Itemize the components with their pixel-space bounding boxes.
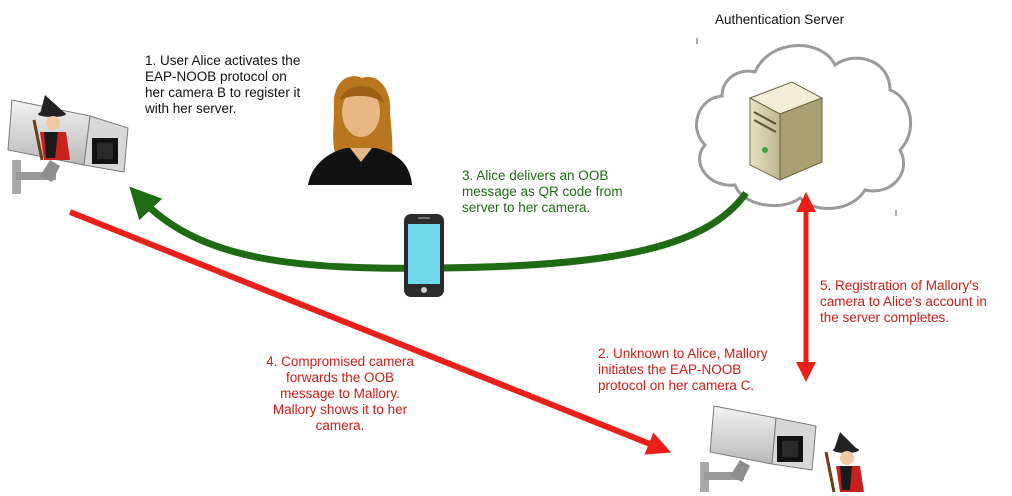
- step4-line: camera.: [315, 418, 365, 433]
- step3-line: 3. Alice delivers an OOB: [462, 168, 609, 183]
- step1-label: 1. User Alice activates the EAP-NOOB pro…: [145, 53, 300, 117]
- server-title: Authentication Server: [715, 12, 845, 27]
- step2-line: protocol on her camera C.: [598, 378, 755, 393]
- step1-line: with her server.: [145, 101, 237, 116]
- smartphone-icon: [404, 214, 444, 297]
- step4-line: Mallory shows it to her: [272, 402, 408, 417]
- step2-line: initiates the EAP-NOOB: [598, 362, 742, 377]
- step4-line: 4. Compromised camera: [266, 354, 414, 369]
- witch-icon: [824, 432, 864, 493]
- step1-line: 1. User Alice activates the: [145, 53, 301, 68]
- step1-line: EAP-NOOB protocol on: [145, 69, 287, 84]
- step2-label: 2. Unknown to Alice, Mallory initiates t…: [598, 346, 768, 394]
- step2-line: 2. Unknown to Alice, Mallory: [598, 346, 768, 361]
- step5-label: 5. Registration of Mallory's camera to A…: [820, 278, 987, 326]
- step5-line: camera to Alice's account in: [820, 294, 987, 309]
- step1-line: her camera B to register it: [145, 85, 301, 100]
- server-icon: [748, 81, 824, 181]
- step4-line: message to Mallory.: [280, 386, 400, 401]
- step3-line: server to her camera.: [462, 200, 591, 215]
- user-avatar-icon: [308, 76, 412, 185]
- step5-line: the server completes.: [820, 310, 950, 325]
- security-camera-icon: [700, 405, 817, 492]
- red-forward-arrow: [68, 209, 672, 455]
- witch-icon: [32, 95, 70, 161]
- step4-label: 4. Compromised camera forwards the OOB m…: [240, 354, 440, 434]
- step4-line: forwards the OOB: [285, 370, 395, 385]
- step3-label: 3. Alice delivers an OOB message as QR c…: [462, 168, 623, 216]
- step5-line: 5. Registration of Mallory's: [820, 278, 979, 293]
- step3-line: message as QR code from: [462, 184, 623, 199]
